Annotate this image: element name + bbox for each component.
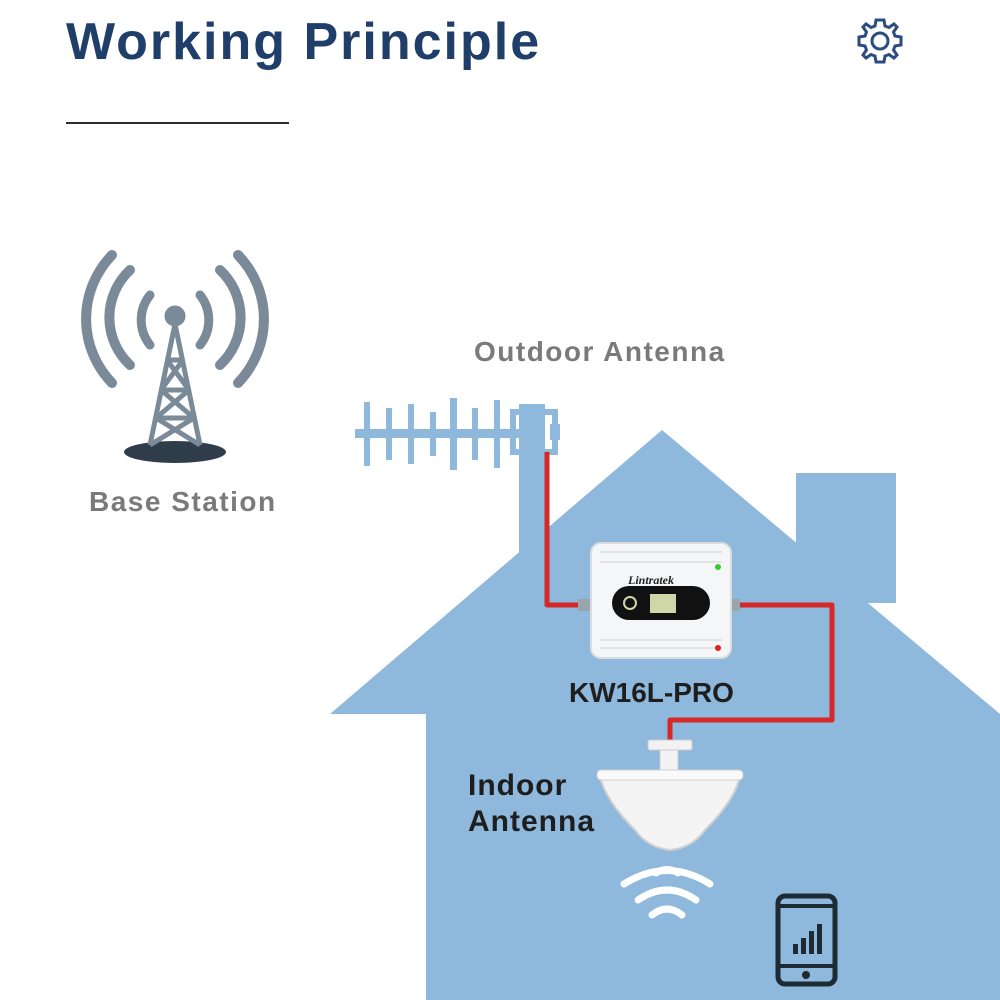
signal-booster-device: Lintratek [578,542,740,659]
coax-cable [544,452,835,745]
smartphone-signal-icon [775,893,838,987]
indoor-antenna-label-line2: Antenna [468,805,595,838]
title-underline [66,122,289,124]
booster-brand: Lintratek [627,573,674,587]
page-title: Working Principle [66,13,542,71]
outdoor-antenna-label: Outdoor Antenna [474,336,726,367]
indoor-antenna-label-line1: Indoor [468,769,568,802]
gear-icon[interactable] [852,14,908,70]
signal-waves-icon [620,866,714,919]
cell-tower-icon [81,250,269,463]
house-shape [330,430,1000,1000]
indoor-antenna-icon [596,739,744,852]
indoor-antenna-label: Indoor Antenna [468,768,595,840]
outdoor-antenna-icon [355,398,560,594]
booster-model-label: KW16L-PRO [569,677,734,708]
base-station-label: Base Station [89,486,277,517]
